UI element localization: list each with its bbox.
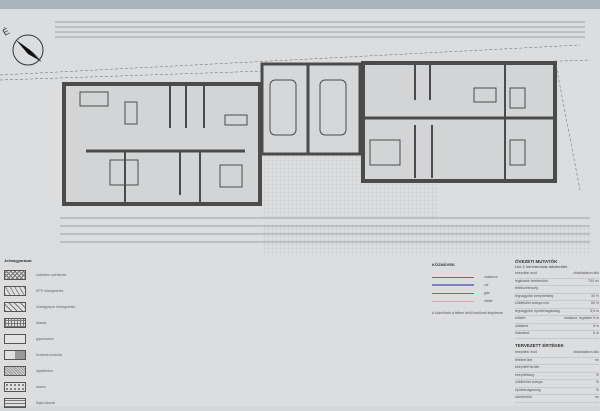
legend-item: tégla falazat bbox=[4, 395, 104, 411]
hatch-zigzag-icon bbox=[4, 286, 26, 296]
utility-line: gáz bbox=[432, 289, 512, 297]
hatch-fine-icon bbox=[4, 366, 26, 376]
legend-item: EPS hőszigetelés bbox=[4, 283, 104, 299]
table-row: épületmagasság% bbox=[515, 388, 599, 395]
legend-item: vasbeton szerkezet bbox=[4, 267, 104, 283]
right-dwelling bbox=[361, 61, 557, 183]
table-row: zöldfelület aránya min.50 % bbox=[515, 301, 599, 309]
car-icon bbox=[319, 79, 347, 136]
legend-item: gipszkarton bbox=[4, 331, 104, 347]
hatch-diagonal-icon bbox=[4, 302, 26, 312]
utilities-legend: KÖZMŰVEK csatorna víz gáz elektr. A közm… bbox=[432, 262, 512, 315]
utilities-title: KÖZMŰVEK bbox=[432, 262, 455, 267]
car-icon bbox=[269, 79, 297, 136]
paved-area bbox=[262, 225, 592, 255]
table-row: beépített terület bbox=[515, 365, 599, 373]
left-dwelling bbox=[62, 82, 262, 206]
legend-item: aljzatbeton bbox=[4, 363, 104, 379]
utility-line: csatorna bbox=[432, 273, 512, 281]
zoning-title: ÖVEZETI MUTATÓK bbox=[515, 259, 558, 264]
garages bbox=[260, 62, 362, 156]
north-arrow-icon bbox=[12, 34, 44, 66]
hatch-half-icon bbox=[4, 350, 26, 360]
legend-item: falazat bbox=[4, 315, 104, 331]
legend-title: Jelmagyarázat bbox=[4, 258, 32, 263]
screen-top-bar bbox=[0, 0, 600, 9]
hatch-dots-icon bbox=[4, 382, 26, 392]
utility-line: víz bbox=[432, 281, 512, 289]
hatch-plain-icon bbox=[4, 334, 26, 344]
legend-item: kavics bbox=[4, 379, 104, 395]
utilities-note: A közművek a telken belül kerülnek kiépí… bbox=[432, 311, 503, 315]
legend-item: kerámia burkolat bbox=[4, 347, 104, 363]
hatch-cross-icon bbox=[4, 270, 26, 280]
utility-line: elektr. bbox=[432, 297, 512, 305]
hatch-brick-icon bbox=[4, 398, 26, 408]
hatch-grid-icon bbox=[4, 318, 26, 328]
zoning-table: ÖVEZETI MUTATÓK Lke-1 kertvárosias lakót… bbox=[515, 259, 599, 339]
zoning-subtitle: Lke-1 kertvárosias lakóterület bbox=[515, 264, 568, 269]
table-row: beépítettség% bbox=[515, 373, 599, 380]
legend-item: kőzetgyapot hőszigetelés bbox=[4, 299, 104, 315]
table-row: telekszélesség bbox=[515, 286, 599, 294]
legend: Jelmagyarázat vasbeton szerkezet EPS hős… bbox=[4, 258, 104, 411]
table-row: zöldfelület aránya% bbox=[515, 380, 599, 388]
bottom-dimension-lines bbox=[60, 59, 590, 243]
planned-title: TERVEZETT ÉRTÉKEK bbox=[515, 343, 564, 348]
north-label: É bbox=[1, 26, 11, 38]
